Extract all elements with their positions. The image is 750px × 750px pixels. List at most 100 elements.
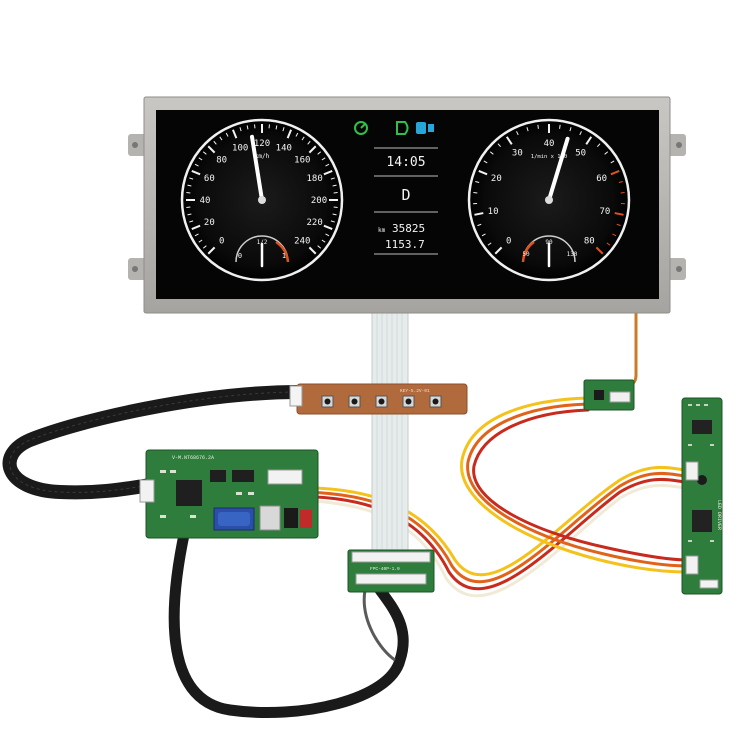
speedometer-tick-label: 0 xyxy=(219,236,224,246)
speedometer-tick xyxy=(194,233,199,237)
fuel-label-max: 1 xyxy=(282,252,286,260)
speedometer-tick-label: 100 xyxy=(232,143,248,153)
tachometer-tick xyxy=(475,181,480,183)
high-beam-icon xyxy=(416,122,434,134)
tachometer-tick xyxy=(585,136,593,145)
tachometer-tick xyxy=(606,242,611,246)
tachometer-tick xyxy=(487,242,492,246)
fuel-label-min: 0 xyxy=(238,252,242,260)
keypad-button[interactable] xyxy=(402,395,415,408)
tachometer-tick xyxy=(614,212,624,216)
tachometer-tick xyxy=(497,143,502,147)
speedometer-tick xyxy=(187,184,192,187)
speedometer-tick xyxy=(325,233,330,237)
tachometer-tick-label: 70 xyxy=(599,207,610,217)
tachometer-tick xyxy=(610,160,615,164)
power-connector xyxy=(300,510,312,528)
keypad-board-label: KEY-5.2V-01 xyxy=(400,388,430,394)
fpc-adapter-board: FPC-40P-1.0 xyxy=(347,549,435,593)
tachometer-tick xyxy=(516,131,519,136)
odometer-readout: 35825 xyxy=(392,222,425,235)
speedometer-tick xyxy=(308,246,317,255)
temp-label-low: 50 xyxy=(522,251,530,258)
speedometer-tick xyxy=(330,177,335,180)
speedometer-tick-label: 220 xyxy=(307,218,323,228)
speedometer-tick xyxy=(189,220,194,223)
clock-readout: 14:05 xyxy=(386,155,425,170)
keypad-button[interactable] xyxy=(321,395,334,408)
speedometer-tick xyxy=(189,177,194,180)
speedometer-tick xyxy=(231,129,238,139)
temp-subgauge: 50 90 130 xyxy=(521,235,578,263)
temp-label-high: 130 xyxy=(567,251,578,258)
dvi-port xyxy=(259,505,281,531)
gear-indicator: D xyxy=(401,186,410,204)
keypad-button[interactable] xyxy=(429,395,442,408)
fuel-subgauge: 0 1/2 1 xyxy=(235,235,290,263)
tachometer-tick-label: 50 xyxy=(575,149,586,159)
tachometer-tick xyxy=(569,127,572,132)
speedometer-tick xyxy=(198,157,203,161)
speedometer-tick-label: 160 xyxy=(294,156,310,166)
trip-readout: 1153.7 xyxy=(385,238,425,251)
speedometer-tick xyxy=(330,220,335,223)
fog-light-icon xyxy=(396,121,409,135)
speedometer-tick xyxy=(286,129,293,139)
center-info-panel: 14:05 D km 35825 1153.7 xyxy=(374,147,438,255)
dc-jack xyxy=(284,508,298,528)
speedometer-tick-label: 180 xyxy=(307,174,323,184)
speedometer-needle xyxy=(249,134,264,202)
tachometer-tick xyxy=(526,127,529,132)
tachometer-tick xyxy=(595,246,604,255)
speedometer-tick xyxy=(219,136,223,141)
thin-wire-bundle xyxy=(362,589,396,662)
speedometer-tick-label: 20 xyxy=(204,218,215,228)
temp-label-mid: 90 xyxy=(545,239,553,246)
tachometer-tick xyxy=(481,233,486,237)
speedometer-tick xyxy=(307,140,311,145)
tachometer-tick xyxy=(616,223,621,227)
tachometer-tick-label: 10 xyxy=(488,207,499,217)
tachometer-tick xyxy=(478,169,488,176)
speedometer-tick xyxy=(317,245,322,249)
speedometer-tick-label: 60 xyxy=(204,174,215,184)
keypad-button[interactable] xyxy=(348,395,361,408)
speedometer-tick xyxy=(325,163,330,167)
speedometer-tick xyxy=(317,151,322,155)
speedometer-tick-label: 240 xyxy=(294,236,310,246)
led-driver-board: LED DRIVER xyxy=(681,397,723,595)
adapter-board-label: FPC-40P-1.0 xyxy=(370,566,400,572)
speedometer-tick-label: 140 xyxy=(276,143,292,153)
speedometer-tick xyxy=(198,239,203,243)
fpc-flex-cable xyxy=(371,309,409,561)
controller-board: V-M.NT68676.2A xyxy=(139,449,319,539)
speedometer-tick-label: 120 xyxy=(254,139,270,149)
speedometer-tick xyxy=(225,132,229,137)
tachometer-unit: 1/min x 100 xyxy=(531,154,567,160)
speedometer-tick xyxy=(191,169,201,176)
speedometer-tick-label: 200 xyxy=(311,196,327,206)
tachometer-tick xyxy=(489,151,494,155)
tachometer-tick xyxy=(596,143,601,147)
tachometer-tick xyxy=(618,181,623,183)
speedometer-tick xyxy=(239,127,242,132)
tachometer-tick-label: 0 xyxy=(506,236,511,246)
speedometer-unit: km/h xyxy=(255,153,270,160)
speedometer-tick xyxy=(207,145,216,154)
speedometer-tick xyxy=(323,169,333,176)
speedometer-tick xyxy=(295,132,299,137)
speedometer-tick xyxy=(213,140,217,145)
keypad-button[interactable] xyxy=(375,395,388,408)
display-lead-wire xyxy=(619,312,638,390)
speedometer-tick xyxy=(332,213,337,216)
speedometer-tick-label: 80 xyxy=(216,156,227,166)
tachometer-tick-label: 30 xyxy=(512,149,523,159)
color-wire-harness xyxy=(278,465,687,598)
speedometer-tick xyxy=(308,145,317,154)
tachometer-tick xyxy=(494,246,503,255)
speedometer-tick xyxy=(191,224,201,231)
